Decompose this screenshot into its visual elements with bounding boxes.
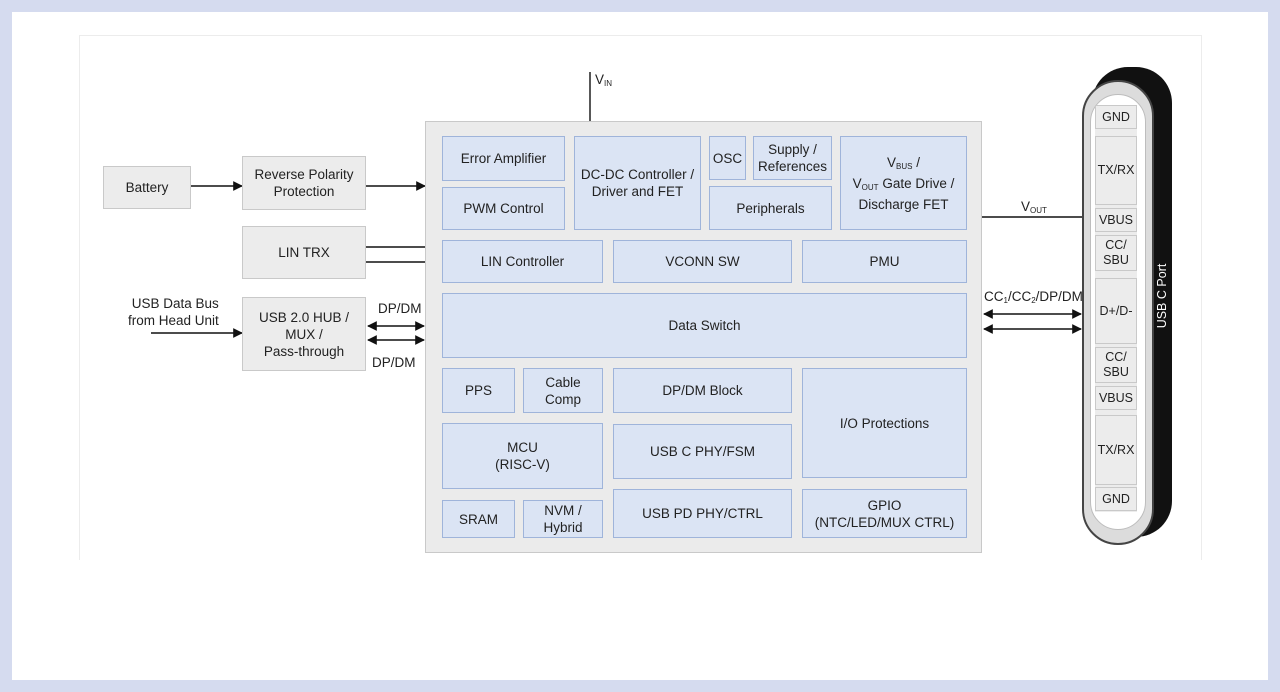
error-amplifier-block: Error Amplifier: [442, 136, 565, 181]
osc-block: OSC: [709, 136, 746, 180]
battery-box: Battery: [103, 166, 191, 209]
usb-c-port-title: USB C Port: [1155, 263, 1169, 329]
lin-trx-box: LIN TRX: [242, 226, 366, 279]
dcdc-controller-block: DC-DC Controller /Driver and FET: [574, 136, 701, 230]
io-protections-block: I/O Protections: [802, 368, 967, 478]
usb-hub-box: USB 2.0 HUB /MUX /Pass-through: [242, 297, 366, 371]
vin-label: VIN: [595, 72, 613, 88]
pps-block: PPS: [442, 368, 515, 413]
pin-txrx-bottom: TX/RX: [1095, 415, 1137, 485]
mcu-block: MCU(RISC-V): [442, 423, 603, 489]
gpio-block: GPIO(NTC/LED/MUX CTRL): [802, 489, 967, 538]
peripherals-block: Peripherals: [709, 186, 832, 230]
frame-top-line: [79, 35, 1201, 36]
supply-references-block: Supply /References: [753, 136, 832, 180]
vout-label: VOUT: [1021, 199, 1047, 215]
pin-vbus-top: VBUS: [1095, 208, 1137, 232]
pin-cc-sbu-bottom: CC/SBU: [1095, 347, 1137, 383]
pin-txrx-top: TX/RX: [1095, 136, 1137, 205]
vconn-sw-block: VCONN SW: [613, 240, 792, 283]
usb-c-phy-block: USB C PHY/FSM: [613, 424, 792, 479]
dpdm-top-label: DP/DM: [378, 301, 422, 316]
dpdm-bottom-label: DP/DM: [372, 355, 416, 370]
usb-pd-phy-block: USB PD PHY/CTRL: [613, 489, 792, 538]
vbus-gate-drive-block: VBUS / VOUT Gate Drive / Discharge FET: [840, 136, 967, 230]
pin-gnd-top: GND: [1095, 105, 1137, 129]
dpdm-block: DP/DM Block: [613, 368, 792, 413]
pwm-control-block: PWM Control: [442, 187, 565, 230]
lin-controller-block: LIN Controller: [442, 240, 603, 283]
data-switch-block: Data Switch: [442, 293, 967, 358]
pin-gnd-bottom: GND: [1095, 487, 1137, 511]
pin-cc-sbu-top: CC/SBU: [1095, 235, 1137, 271]
pmu-block: PMU: [802, 240, 967, 283]
frame-right-line: [1201, 35, 1202, 560]
frame-left-line: [79, 35, 80, 560]
cc-dpdm-label: CC1/CC2/DP/DM: [984, 289, 1083, 305]
sram-block: SRAM: [442, 500, 515, 538]
nvm-block: NVM /Hybrid: [523, 500, 603, 538]
pin-vbus-bottom: VBUS: [1095, 386, 1137, 410]
pin-dp-dm: D+/D-: [1095, 278, 1137, 344]
